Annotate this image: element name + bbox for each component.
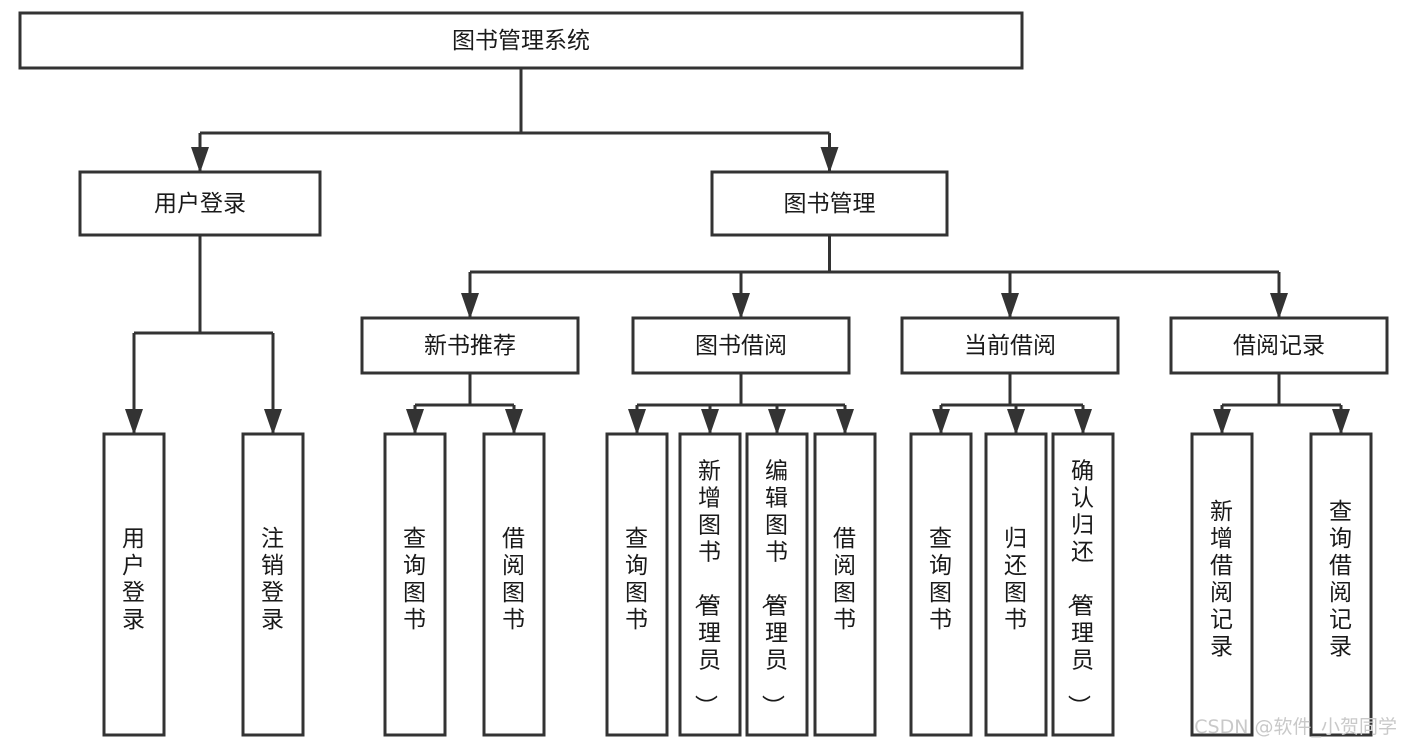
- node-l3-book-borrow[interactable]: 图书借阅: [631, 316, 851, 375]
- node-label: 当前借阅: [964, 333, 1056, 359]
- node-label-vertical: 新增借阅记录: [1210, 499, 1234, 660]
- arrow-head-icon: [406, 409, 424, 435]
- arrow-head-icon: [836, 409, 854, 435]
- node-label: 用户登录: [154, 191, 246, 217]
- nodes-layer: 图书管理系统用户登录图书管理新书推荐图书借阅当前借阅借阅记录用户登录注销登录查询…: [18, 11, 1389, 737]
- node-l3-borrow-record[interactable]: 借阅记录: [1169, 316, 1389, 375]
- node-leaf-user-login[interactable]: 用户登录: [102, 432, 166, 737]
- node-l3-new-book-rec[interactable]: 新书推荐: [360, 316, 580, 375]
- node-box-leaf-query-book-c: [909, 432, 973, 737]
- arrow-head-icon: [820, 147, 839, 173]
- edges-layer: [125, 68, 1350, 435]
- arrow-head-icon: [768, 409, 786, 435]
- node-label-vertical: 新增图书（管理员）: [692, 459, 722, 719]
- arrow-head-icon: [732, 293, 750, 319]
- node-box-root: [18, 11, 1024, 70]
- node-label-vertical: 用户登录: [122, 526, 146, 633]
- node-box-l3-current-borrow: [900, 316, 1120, 375]
- node-leaf-add-record[interactable]: 新增借阅记录: [1190, 432, 1254, 737]
- node-box-leaf-borrow-book-rec: [482, 432, 546, 737]
- node-label-vertical: 查询借阅记录: [1329, 499, 1353, 660]
- node-box-leaf-edit-book: [745, 432, 809, 737]
- node-box-l3-new-book-rec: [360, 316, 580, 375]
- node-leaf-query-book-b[interactable]: 查询图书: [605, 432, 669, 737]
- node-leaf-query-record[interactable]: 查询借阅记录: [1309, 432, 1373, 737]
- node-box-l2-book-manage: [710, 170, 949, 237]
- arrow-head-icon: [1001, 293, 1019, 319]
- node-box-leaf-confirm-return: [1051, 432, 1115, 737]
- node-label-vertical: 注销登录: [261, 526, 285, 633]
- node-box-leaf-add-book: [678, 432, 742, 737]
- node-label-vertical: 借阅图书: [833, 526, 857, 633]
- node-label-vertical: 查询图书: [929, 526, 953, 633]
- node-label-vertical: 确认归还（管理员）: [1065, 459, 1095, 719]
- node-box-leaf-borrow-book-b: [813, 432, 877, 737]
- arrow-head-icon: [125, 409, 143, 435]
- node-leaf-query-book-c[interactable]: 查询图书: [909, 432, 973, 737]
- arrow-head-icon: [461, 293, 479, 319]
- arrow-head-icon: [701, 409, 719, 435]
- node-leaf-edit-book[interactable]: 编辑图书（管理员）: [745, 432, 809, 737]
- node-label: 图书管理系统: [452, 28, 590, 54]
- node-label: 图书借阅: [695, 333, 787, 359]
- node-box-l3-borrow-record: [1169, 316, 1389, 375]
- node-box-l2-user-login: [78, 170, 322, 237]
- node-box-leaf-query-book-rec: [383, 432, 447, 737]
- arrow-head-icon: [505, 409, 523, 435]
- node-box-leaf-logout: [241, 432, 305, 737]
- arrow-head-icon: [1332, 409, 1350, 435]
- arrow-head-icon: [191, 147, 209, 173]
- arrow-head-icon: [628, 409, 646, 435]
- node-label-vertical: 编辑图书（管理员）: [759, 459, 789, 719]
- node-leaf-borrow-book-rec[interactable]: 借阅图书: [482, 432, 546, 737]
- node-box-leaf-add-record: [1190, 432, 1254, 737]
- node-leaf-confirm-return[interactable]: 确认归还（管理员）: [1051, 432, 1115, 737]
- node-l3-current-borrow[interactable]: 当前借阅: [900, 316, 1120, 375]
- arrow-head-icon: [264, 409, 282, 435]
- node-l2-book-manage[interactable]: 图书管理: [710, 170, 949, 237]
- csdn-watermark: CSDN @软件_小贺同学: [1194, 716, 1397, 738]
- node-box-leaf-query-record: [1309, 432, 1373, 737]
- node-leaf-add-book[interactable]: 新增图书（管理员）: [678, 432, 742, 737]
- node-label: 图书管理: [784, 191, 876, 217]
- arrow-head-icon: [1213, 409, 1231, 435]
- node-label-vertical: 查询图书: [403, 526, 427, 633]
- node-leaf-return-book[interactable]: 归还图书: [984, 432, 1048, 737]
- node-box-l3-book-borrow: [631, 316, 851, 375]
- node-label-vertical: 查询图书: [625, 526, 649, 633]
- node-label-vertical: 归还图书: [1004, 526, 1028, 633]
- node-label-vertical: 借阅图书: [502, 526, 526, 633]
- arrow-head-icon: [932, 409, 950, 435]
- arrow-head-icon: [1007, 409, 1025, 435]
- node-label: 新书推荐: [424, 333, 516, 359]
- node-box-leaf-user-login: [102, 432, 166, 737]
- arrow-head-icon: [1074, 409, 1092, 435]
- arrow-head-icon: [1270, 293, 1288, 319]
- node-leaf-borrow-book-b[interactable]: 借阅图书: [813, 432, 877, 737]
- node-box-leaf-query-book-b: [605, 432, 669, 737]
- node-root[interactable]: 图书管理系统: [18, 11, 1024, 70]
- node-leaf-logout[interactable]: 注销登录: [241, 432, 305, 737]
- node-l2-user-login[interactable]: 用户登录: [78, 170, 322, 237]
- node-label: 借阅记录: [1233, 333, 1325, 359]
- node-box-leaf-return-book: [984, 432, 1048, 737]
- node-leaf-query-book-rec[interactable]: 查询图书: [383, 432, 447, 737]
